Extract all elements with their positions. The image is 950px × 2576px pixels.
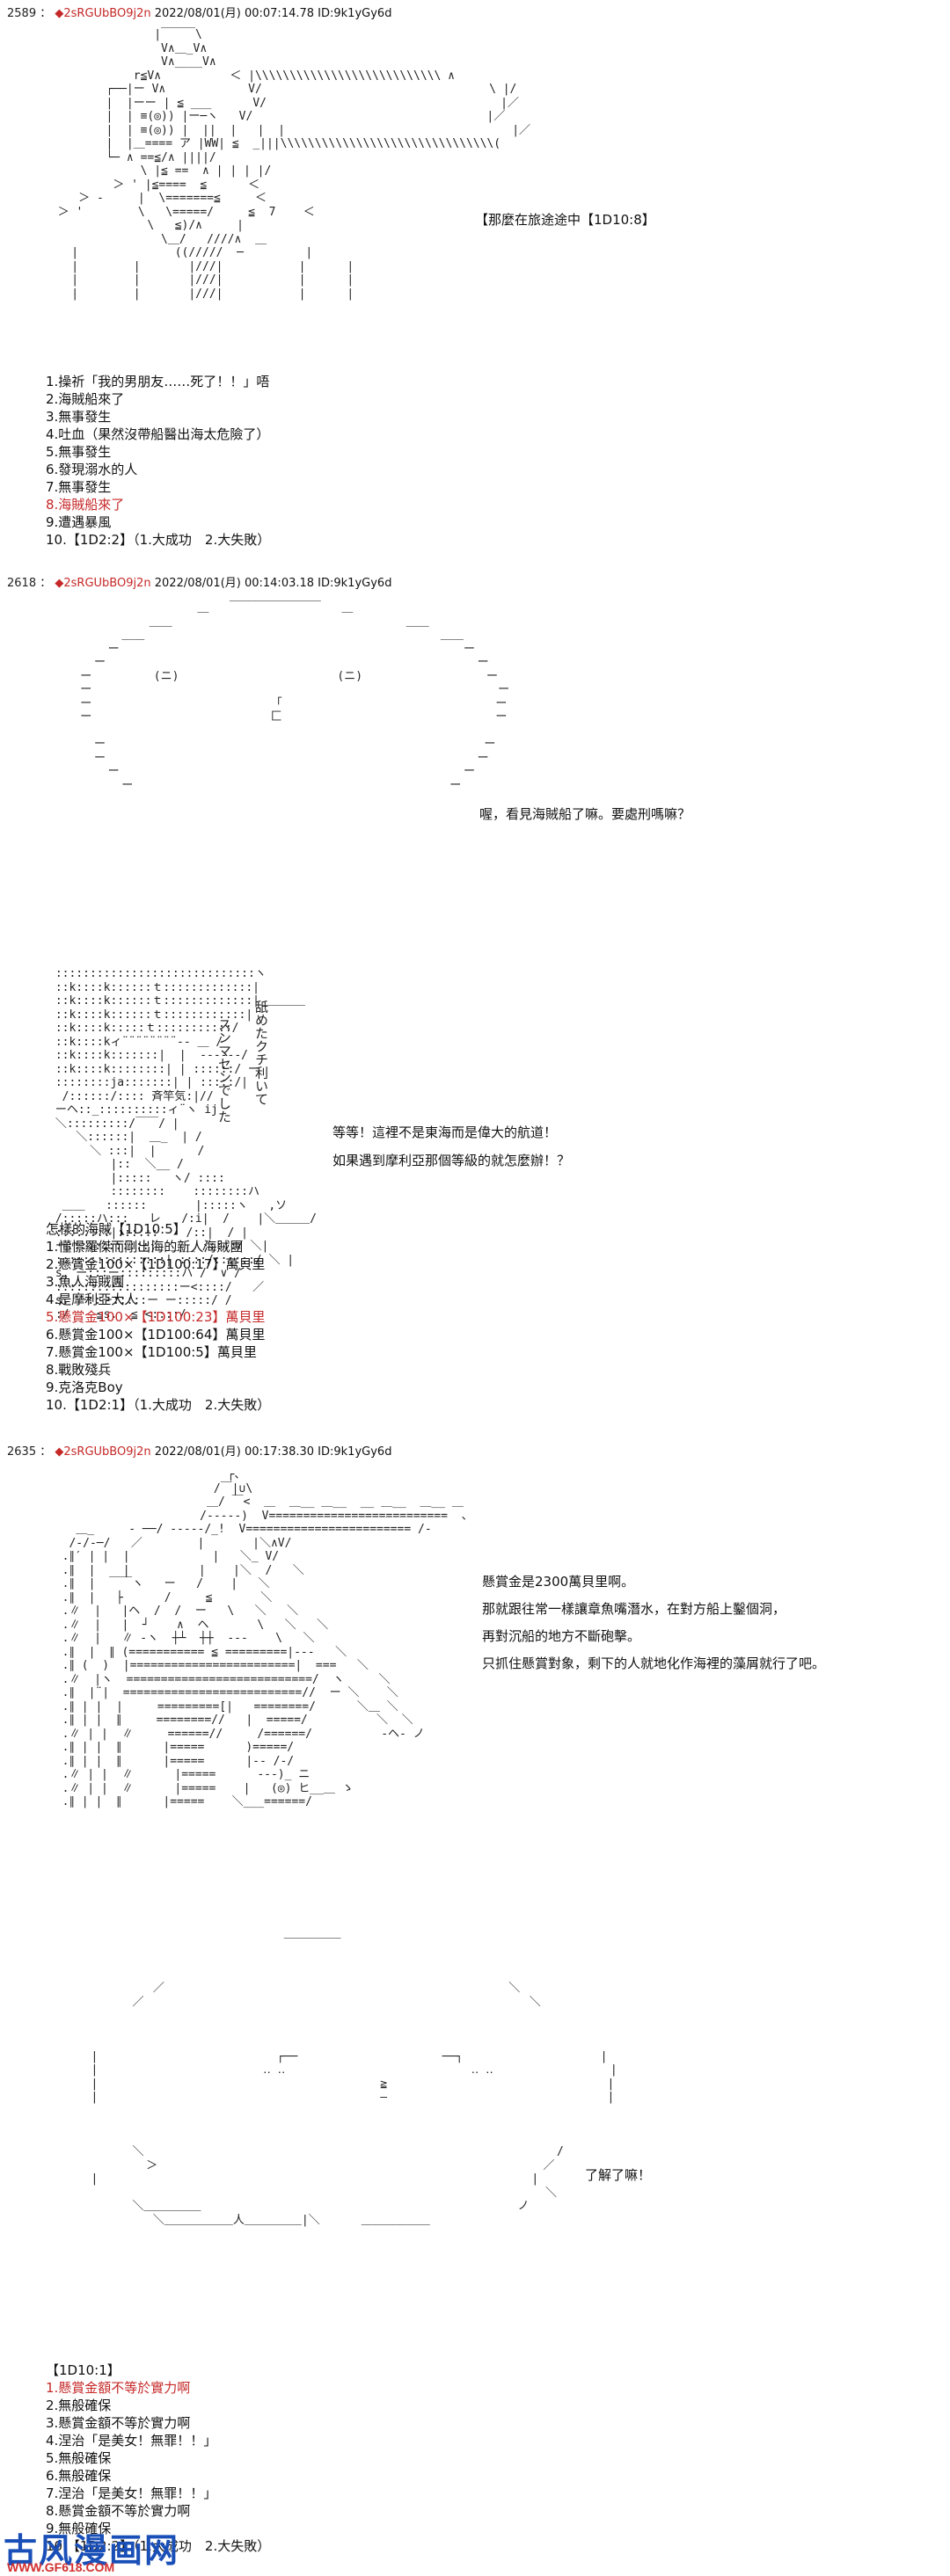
ascii-art-chainsaw: |￣￣￣\ V∧＿_V∧ V∧____V∧ r≦V∧ ＜ |\\\\\\\\\\… — [57, 28, 531, 301]
post-meta: 2022/08/01(月) 00:14:03.18 ID:9k1yGy6d — [154, 577, 392, 590]
site-logo: 古风漫画网 — [4, 2530, 180, 2570]
speech-line: 了解了嘛！ — [585, 2167, 652, 2183]
site-url: WWW.GF618.COM — [7, 2560, 115, 2574]
list-item: 7.懸賞金100×【1D100:5】萬貝里 — [46, 1344, 257, 1360]
list-item: 1.懂憬羅傑而剛出海的新人海賊團 — [46, 1239, 244, 1255]
list-item: 9.無般確保 — [46, 2521, 112, 2536]
list-item: 9.遭遇暴風 — [46, 514, 112, 530]
list-item: 2.海賊船來了 — [46, 391, 125, 407]
list-item: 8.懸賞金額不等於實力啊 — [46, 2503, 191, 2519]
list-item: 3.懸賞金額不等於實力啊 — [46, 2415, 191, 2431]
vertical-text-column: スンマセンでした — [216, 1017, 232, 1124]
post-number: 2618 — [7, 577, 37, 590]
speech-block: 等等！這裡不是東海而是偉大的航道！ 如果遇到摩利亞那個等級的就怎麼辦！？ — [332, 1124, 571, 1168]
list-item-selected: 1.懸賞金額不等於實力啊 — [46, 2380, 191, 2396]
speech-line: 【那麼在旅途途中【1D10:8】 — [475, 212, 655, 228]
poster-id[interactable]: 2sRGUbBO9j2n — [63, 1445, 151, 1459]
post-meta: 2022/08/01(月) 00:07:14.78 ID:9k1yGy6d — [154, 7, 392, 20]
list-item: 6.懸賞金100×【1D100:64】萬貝里 — [46, 1327, 266, 1343]
diamond-icon: ◆ — [55, 577, 64, 590]
list-item: 6.無般確保 — [46, 2468, 112, 2484]
speech-block: 懸賞金是2300萬貝里啊。 那就跟往常一樣讓章魚嘴潛水，在對方船上鑿個洞， 再對… — [482, 1574, 826, 1671]
list-item: 10.【1D2:1】（1.大成功 2.大失敗） — [46, 1397, 271, 1413]
poster-id[interactable]: 2sRGUbBO9j2n — [63, 7, 151, 20]
post-2635: 2635 ： ◆2sRGUbBO9j2n 2022/08/01(月) 00:17… — [0, 1438, 950, 2576]
list-item: 9.克洛克Boy — [46, 1379, 123, 1395]
post-header: 2635 ： ◆2sRGUbBO9j2n 2022/08/01(月) 00:17… — [7, 1445, 392, 1459]
list-item-selected: 5.懸賞金100×【1D100:23】萬貝里 — [46, 1309, 266, 1325]
post-header: 2618 ： ◆2sRGUbBO9j2n 2022/08/01(月) 00:14… — [7, 577, 392, 590]
dice-result-list: 怎樣的海賊【1D10:5】 1.懂憬羅傑而剛出海的新人海賊團 2.懸賞金100×… — [46, 1220, 270, 1414]
list-item: 3.魚人海賊團 — [46, 1274, 125, 1290]
list-item: 10.【1D2:2】（1.大成功 2.大失敗） — [46, 2538, 271, 2554]
list-heading: 怎樣的海賊【1D10:5】 — [46, 1221, 186, 1237]
post-number: 2635 — [7, 1445, 37, 1459]
vertical-text-column: 舐めたクチ利いて — [253, 1000, 269, 1106]
list-item: 5.無事發生 — [46, 444, 112, 460]
post-2618: 2618 ： ◆2sRGUbBO9j2n 2022/08/01(月) 00:14… — [0, 570, 950, 1423]
post-2589: 2589 ： ◆2sRGUbBO9j2n 2022/08/01(月) 00:07… — [0, 0, 950, 563]
ascii-art-face: ＿ ￣￣￣￣￣￣￣￣ ＿ ＿＿ ＿＿ ＿＿ ＿＿ ー ー ー — [80, 601, 510, 792]
post-meta: 2022/08/01(月) 00:17:38.30 ID:9k1yGy6d — [154, 1445, 392, 1459]
post-header: 2589 ： ◆2sRGUbBO9j2n 2022/08/01(月) 00:07… — [7, 7, 392, 20]
dice-result-list: 1.操祈「我的男朋友……死了！！」唔 2.海賊船來了 3.無事發生 4.吐血（果… — [46, 373, 270, 549]
ascii-art-face-large: ＿＿＿＿＿ ／ ＼ ／ ＼ | ┌── ─ — [91, 1927, 618, 2227]
list-item-selected: 8.海賊船來了 — [46, 497, 125, 513]
diamond-icon: ◆ — [55, 1445, 64, 1459]
list-item: 7.無事發生 — [46, 479, 112, 495]
list-item: 3.無事發生 — [46, 409, 112, 425]
list-item: 10.【1D2:2】（1.大成功 2.大失敗） — [46, 532, 271, 548]
list-item: 1.操祈「我的男朋友……死了！！」唔 — [46, 374, 270, 389]
diamond-icon: ◆ — [55, 7, 64, 20]
post-number: 2589 — [7, 7, 37, 20]
list-item: 7.涅治「是美女！無罪！！」 — [46, 2485, 217, 2501]
list-item: 2.懸賞金100×【1D100:17】萬貝里 — [46, 1256, 266, 1272]
list-item: 8.戰敗殘兵 — [46, 1362, 112, 1378]
dice-result-list: 【1D10:1】 1.懸賞金額不等於實力啊 2.無般確保 3.懸賞金額不等於實力… — [46, 2361, 270, 2555]
list-item: 4.涅治「是美女！無罪！！」 — [46, 2433, 217, 2449]
poster-id[interactable]: 2sRGUbBO9j2n — [63, 577, 151, 590]
list-item: 2.無般確保 — [46, 2398, 112, 2413]
list-item: 6.發現溺水的人 — [46, 462, 138, 477]
ascii-art-gunner: ┌、 /￣|∪\ ＿/ ￣< ＿ ＿__ ＿__ __ ＿__ ＿__ ＿ /-… — [62, 1468, 473, 1808]
speech-line: 喔，看見海賊船了嘛。要處刑嗎嘛？ — [479, 806, 691, 822]
list-heading: 【1D10:1】 — [46, 2362, 121, 2378]
list-item: 4.吐血（果然沒帶船醫出海太危險了） — [46, 426, 270, 442]
ascii-art-bowing-character: :::::::::::::::::::::::::::::ヽ ::k::::k:… — [55, 967, 317, 1321]
site-watermark[interactable]: 古风漫画网 WWW.GF618.COM — [0, 2523, 229, 2576]
list-item: 5.無般確保 — [46, 2450, 112, 2466]
list-item: 4.是摩利亞大人 — [46, 1292, 138, 1307]
